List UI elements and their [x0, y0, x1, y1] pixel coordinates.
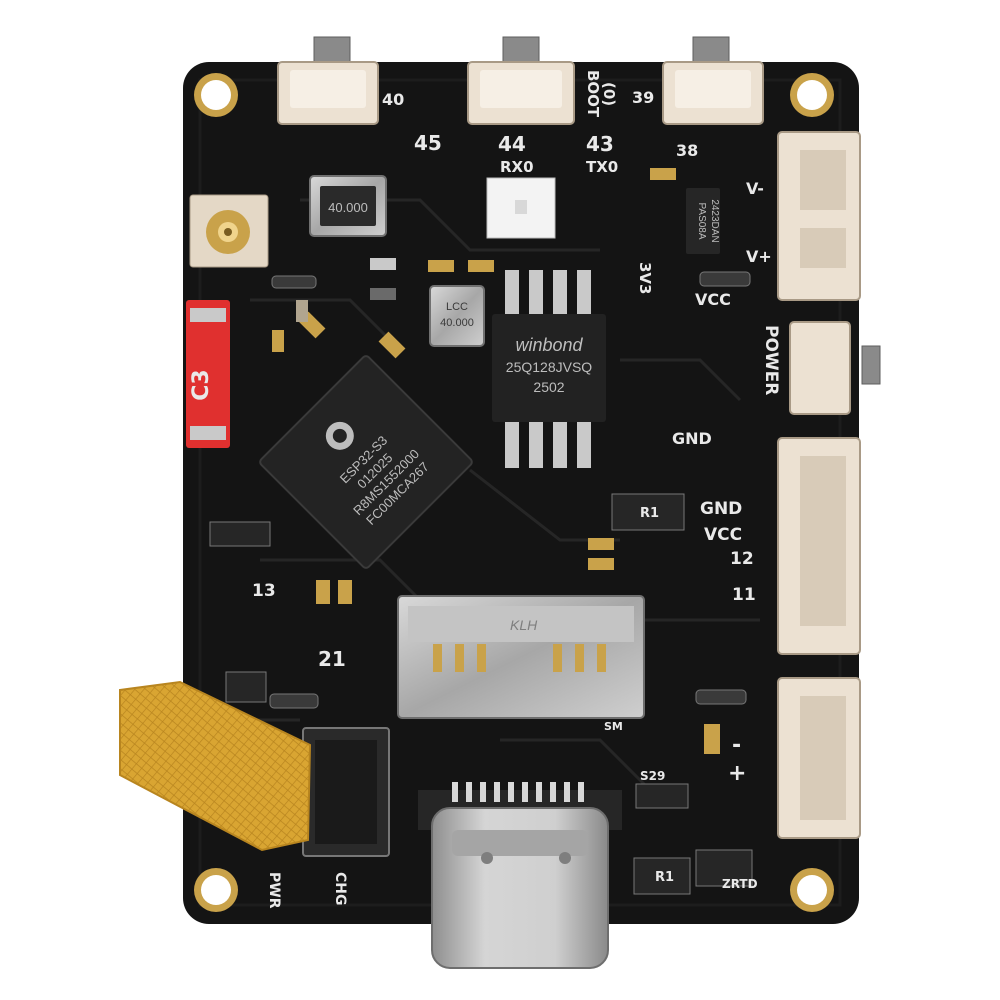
- label-v-minus: V-: [746, 179, 764, 198]
- paso-chip-line1: PAS08A: [696, 202, 707, 239]
- label-zrtd: ZRTD: [722, 877, 758, 891]
- pcb-traces: [230, 198, 760, 792]
- lcc-crystal-line1: LCC: [446, 301, 468, 313]
- lcc-crystal-line2: 40.000: [440, 317, 474, 329]
- usb-c-connector: [418, 782, 622, 969]
- mounting-holes: [194, 73, 834, 912]
- paso-chip: PAS08A 2423DAN: [686, 188, 720, 254]
- label-pwr: PWR: [266, 872, 282, 909]
- flash-chip-part: 25Q128JVSQ: [506, 359, 592, 375]
- label-minus: -: [732, 733, 741, 758]
- top-crystal-label: 40.000: [328, 200, 368, 215]
- ufl-antenna-connector: [189, 194, 269, 268]
- label-39: 39: [632, 88, 654, 107]
- tactile-buttons: [277, 61, 764, 125]
- pcb-substrate: [183, 62, 859, 924]
- label-sm: SM: [604, 720, 623, 733]
- label-boot: BOOT: [584, 70, 602, 118]
- c3-label: C3: [189, 369, 214, 400]
- label-13: 13: [252, 581, 276, 601]
- right-connectors: [777, 131, 861, 839]
- label-3v3: 3V3: [636, 262, 654, 294]
- label-power: POWER: [761, 325, 781, 395]
- label-gnd-conn: GND: [700, 499, 742, 519]
- top-crystal: 40.000: [309, 175, 387, 237]
- label-vcc-top: VCC: [695, 290, 731, 309]
- rgb-led: [486, 177, 556, 239]
- smd-components: [209, 168, 753, 895]
- flash-chip: winbond 25Q128JVSQ 2502: [492, 270, 606, 468]
- silkscreen-labels: 40 BOOT (0) 39 45 44 RX0 43 TX0 38 V- V+…: [252, 70, 781, 909]
- fpc-connector: [302, 727, 390, 857]
- label-11: 11: [732, 585, 756, 605]
- label-12: 12: [730, 549, 754, 569]
- esp32-chip: ESP32-S3 012025 R8MS1552000 FC00MCA267: [259, 355, 473, 569]
- label-r1-bottom: R1: [655, 870, 674, 885]
- label-21: 21: [318, 647, 346, 671]
- label-45: 45: [414, 131, 442, 155]
- label-rx0: RX0: [500, 158, 534, 176]
- label-43: 43: [586, 132, 614, 156]
- label-v-plus: V+: [746, 247, 772, 266]
- c3-red-module: C3: [186, 300, 230, 448]
- label-tx0: TX0: [586, 158, 618, 176]
- flash-chip-brand: winbond: [515, 335, 583, 355]
- label-38: 38: [676, 141, 698, 160]
- label-s29: S29: [640, 769, 665, 783]
- label-r1-top: R1: [640, 506, 659, 521]
- label-chg: CHG: [332, 872, 348, 905]
- label-0: (0): [600, 82, 618, 106]
- label-plus: +: [728, 761, 746, 786]
- label-vcc-conn: VCC: [704, 525, 742, 545]
- paso-chip-line2: 2423DAN: [709, 199, 720, 242]
- label-44: 44: [498, 132, 526, 156]
- flex-cable: [119, 680, 312, 852]
- sd-card-slot: KLH: [397, 595, 645, 719]
- label-40: 40: [382, 90, 404, 109]
- label-gnd-mid: GND: [672, 429, 712, 448]
- lcc-crystal: LCC 40.000: [429, 285, 485, 347]
- flash-chip-date: 2502: [533, 379, 564, 395]
- sd-slot-mark: KLH: [510, 617, 538, 633]
